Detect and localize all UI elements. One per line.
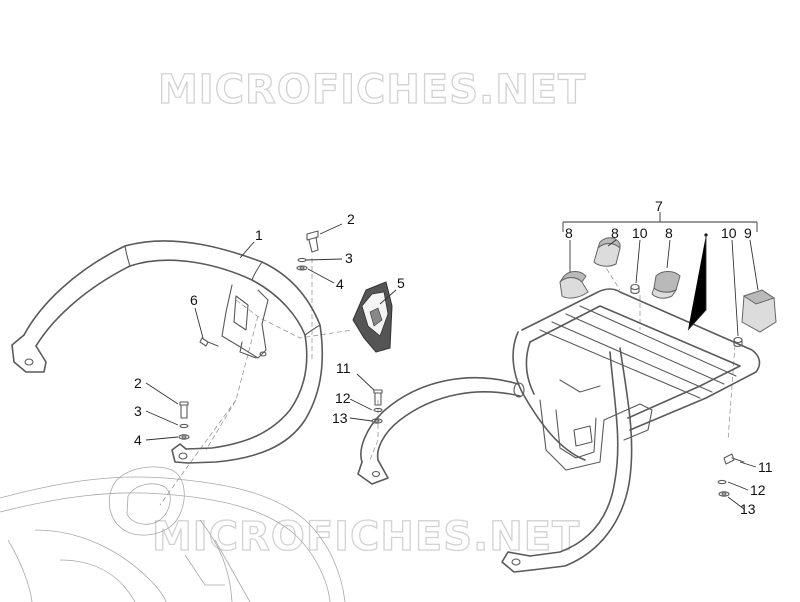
callout-5: 5	[397, 275, 405, 291]
callout-12-middle: 12	[335, 390, 351, 406]
rear-grab-handle	[11, 240, 324, 464]
watermark-top: MICROFICHES.NET	[158, 67, 586, 113]
bolt-lower-2	[178, 401, 190, 440]
callout-8-c: 8	[665, 225, 673, 241]
callout-8-b: 8	[611, 225, 619, 241]
callout-labels: 1 2 3 4 5 6 2 3 4 7 8 8 10 8 10 9 11 12 …	[134, 198, 773, 517]
callout-4: 4	[336, 276, 344, 292]
bolt-upper-2	[296, 230, 319, 271]
callout-3-lower: 3	[134, 403, 142, 419]
callout-2: 2	[347, 211, 355, 227]
callout-1: 1	[255, 227, 263, 243]
part-7-group-bracket	[562, 212, 758, 331]
callout-3: 3	[345, 250, 353, 266]
caps-10	[630, 283, 743, 348]
callout-13-middle: 13	[332, 410, 348, 426]
callout-11-middle: 11	[336, 360, 351, 376]
leader-lines	[145, 223, 759, 510]
callout-6: 6	[190, 292, 198, 308]
trim-cover	[352, 281, 393, 353]
callout-13-right: 13	[740, 501, 756, 517]
rubber-pads	[559, 237, 681, 299]
callout-2-lower: 2	[134, 375, 142, 391]
callout-10-b: 10	[721, 225, 737, 241]
body-panel-outline	[0, 466, 346, 602]
callout-8-a: 8	[565, 225, 573, 241]
luggage-rack	[357, 288, 761, 573]
callout-10-a: 10	[632, 225, 648, 241]
callout-7: 7	[655, 198, 663, 214]
end-pad-9	[741, 289, 777, 333]
callout-4-lower: 4	[134, 432, 142, 448]
screw-part-6	[199, 337, 219, 347]
callout-11-right: 11	[758, 459, 773, 475]
callout-9: 9	[744, 225, 752, 241]
bolt-set-right	[717, 453, 745, 497]
callout-12-right: 12	[750, 482, 766, 498]
